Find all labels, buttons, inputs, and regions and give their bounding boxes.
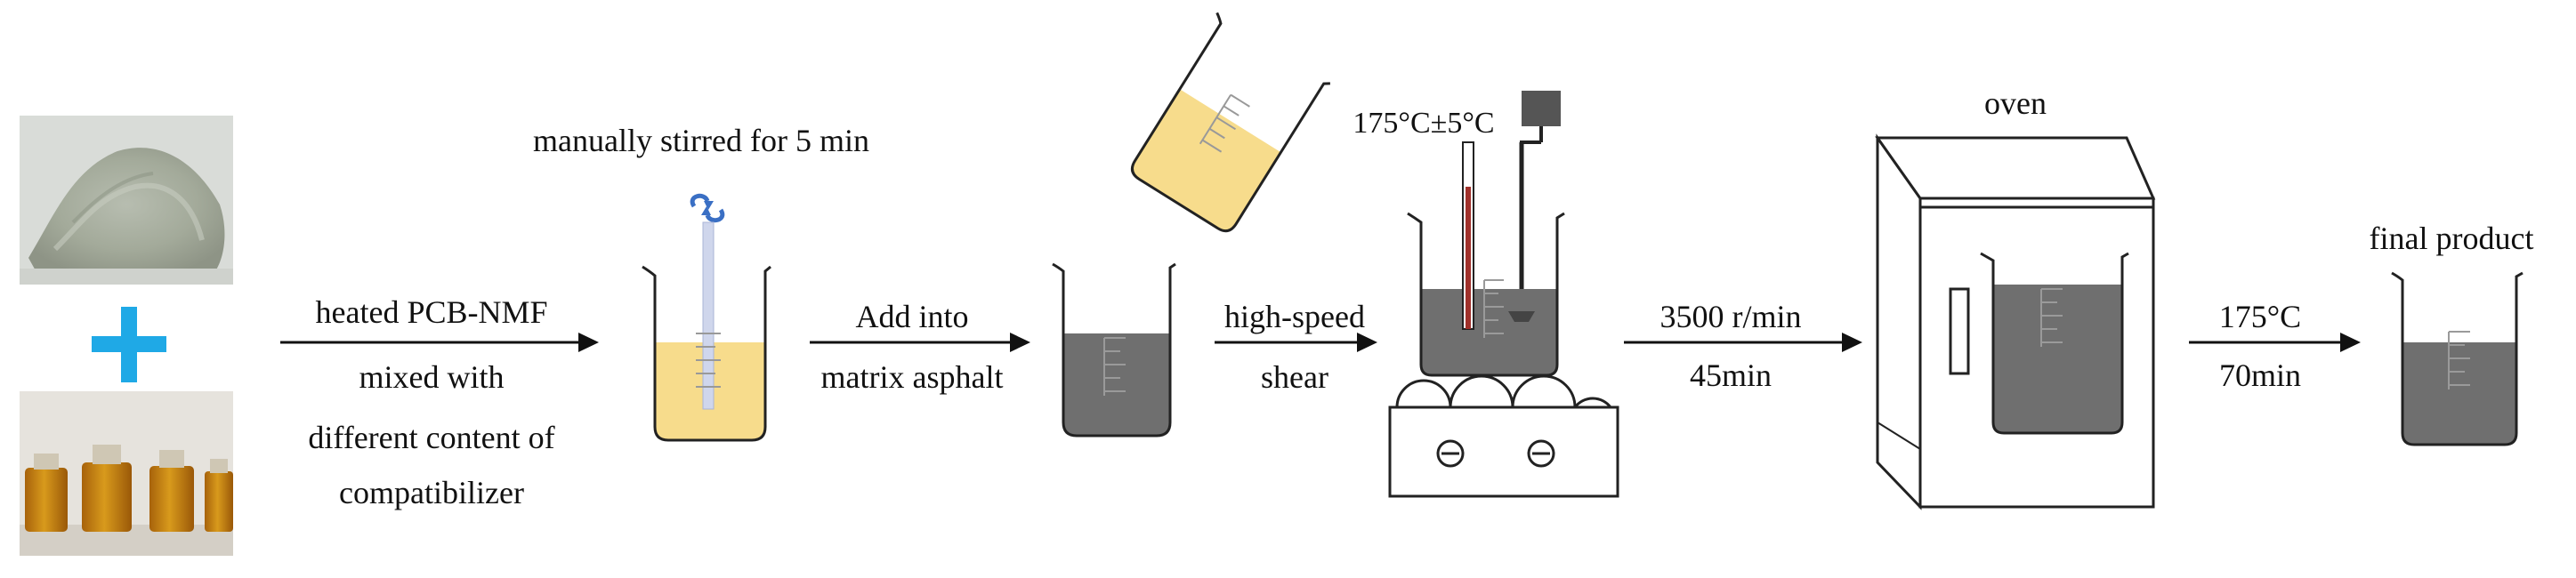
arrow-step4 xyxy=(1624,333,1862,352)
step1-line-3: different content of xyxy=(308,420,555,455)
heater-knob-icon xyxy=(1436,439,1465,468)
heater-knob-icon xyxy=(1527,439,1555,468)
final-product-label: final product xyxy=(2369,221,2534,256)
arrow-step2 xyxy=(810,333,1030,352)
step3-line-2: shear xyxy=(1261,359,1328,395)
step2-line-1: Add into xyxy=(855,299,969,334)
arrow-step5 xyxy=(2189,333,2361,352)
beaker-stirred-mixture xyxy=(642,193,771,442)
pcb-nmf-powder-photo xyxy=(20,116,233,285)
plus-icon xyxy=(92,307,166,382)
shear-motor-icon xyxy=(1522,91,1561,126)
step3-line-1: high-speed xyxy=(1224,299,1365,334)
step1-line-2: mixed with xyxy=(359,359,505,395)
arrow-step3 xyxy=(1215,333,1377,352)
step5-line-2: 70min xyxy=(2218,357,2301,393)
oven-icon xyxy=(1875,133,2156,510)
step4-line-2: 45min xyxy=(1689,357,1772,393)
step4-line-1: 3500 r/min xyxy=(1659,299,1802,334)
step1-line-4: compatibilizer xyxy=(339,475,524,510)
high-speed-shear-apparatus xyxy=(1388,91,1619,498)
rotate-arrows-icon xyxy=(690,193,725,223)
stir-note: manually stirred for 5 min xyxy=(533,123,869,158)
beaker-matrix-asphalt xyxy=(1052,262,1176,438)
oven-label: oven xyxy=(1984,85,2047,121)
step5-line-1: 175°C xyxy=(2218,299,2302,334)
oven-handle xyxy=(1949,287,1970,375)
step2-line-2: matrix asphalt xyxy=(820,359,1004,395)
shear-temperature-label: 175°C±5°C xyxy=(1353,107,1495,140)
compatibilizer-bottles-photo xyxy=(20,391,233,556)
arrow-step1 xyxy=(280,333,599,352)
beaker-final-product xyxy=(2391,271,2524,446)
step1-line-1: heated PCB-NMF xyxy=(315,294,548,330)
pouring-beaker xyxy=(1130,12,1330,233)
